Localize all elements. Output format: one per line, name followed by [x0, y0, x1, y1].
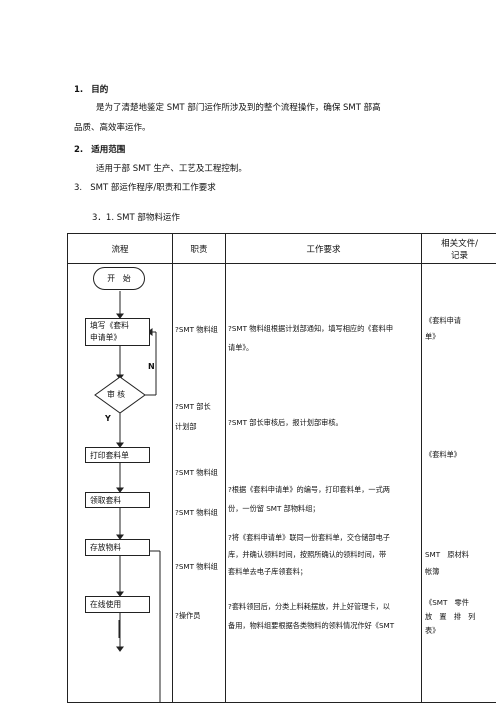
- requirement-5: ?套料领回后，分类上料耗摆放，并上好管理卡，以 备用，物料组要根据各类物料的领料…: [228, 597, 394, 635]
- flow-review: 审 核: [107, 389, 125, 400]
- header-documents: 相关文件/ 记录: [422, 234, 496, 264]
- document-1: 《套料申请 单》: [425, 313, 461, 345]
- requirement-2: ?SMT 部长审核后，报计划部审核。: [228, 415, 343, 431]
- requirements-cell: ?SMT 物料组根据计划部通知，填写相应的《套料申 请单》。 ?SMT 部长审核…: [226, 264, 422, 703]
- flow-collect: 领取套料: [85, 492, 150, 508]
- header-requirements: 工作要求: [226, 234, 422, 264]
- procedure-table: 流程 职责 工作要求 相关文件/ 记录: [67, 233, 496, 703]
- section-1-body-line2: 品质、高效率运作。: [74, 121, 151, 133]
- requirement-4: ?将《套料申请单》联同一份套料单，交仓储部电子 库，并确认领料时间，按照所确认的…: [228, 529, 390, 580]
- document-3: SMT 原材料 帐簿: [425, 546, 469, 580]
- subsection-3-1: 3．1. SMT 部物料运作: [92, 211, 180, 223]
- duty-3: ?SMT 物料组: [175, 465, 218, 481]
- documents-cell: 《套料申请 单》 《套料单》 SMT 原材料 帐簿 《SMT 零件 放 置 排 …: [422, 264, 496, 703]
- document-2: 《套料单》: [425, 447, 461, 463]
- flow-print: 打印套料单: [85, 447, 150, 463]
- document-4: 《SMT 零件 放 置 排 列 表》: [425, 596, 475, 638]
- continuation-arrow: [114, 620, 124, 650]
- flow-start: 开 始: [93, 267, 145, 290]
- requirement-3: ?根据《套料申请单》的编号，打印套料单，一式两 份，一份留 SMT 部物料组；: [228, 480, 390, 518]
- flow-fill-application: 填写《套料 申请单》: [85, 318, 150, 346]
- section-2-heading: 2. 适用范围: [74, 143, 125, 155]
- section-1-body-line1: 是为了清楚地鉴定 SMT 部门运作所涉及到的整个流程操作，确保 SMT 部高: [96, 101, 381, 113]
- flow-store: 存放物料: [85, 539, 150, 556]
- duty-4: ?SMT 物料组: [175, 505, 218, 521]
- duty-cell: ?SMT 物料组 ?SMT 部长 计划部 ?SMT 物料组 ?SMT 物料组 ?…: [173, 264, 226, 703]
- header-duty: 职责: [173, 234, 226, 264]
- duty-2: ?SMT 部长 计划部: [175, 400, 211, 434]
- section-1-heading: 1. 目的: [74, 83, 108, 95]
- flow-yes-label: Y: [105, 414, 111, 423]
- flow-no-label: N: [148, 362, 155, 371]
- requirement-1: ?SMT 物料组根据计划部通知，填写相应的《套料申 请单》。: [228, 319, 393, 357]
- duty-5: ?SMT 物料组: [175, 559, 218, 575]
- header-flow: 流程: [68, 234, 173, 264]
- duty-1: ?SMT 物料组: [175, 322, 218, 338]
- duty-6: ?操作员: [175, 608, 200, 624]
- side-connector-line: [157, 652, 163, 702]
- section-2-body: 适用于部 SMT 生产、工艺及工程控制。: [96, 162, 247, 174]
- section-3-heading: 3. SMT 部运作程序/职责和工作要求: [74, 181, 216, 193]
- flow-online: 在线使用: [85, 596, 150, 613]
